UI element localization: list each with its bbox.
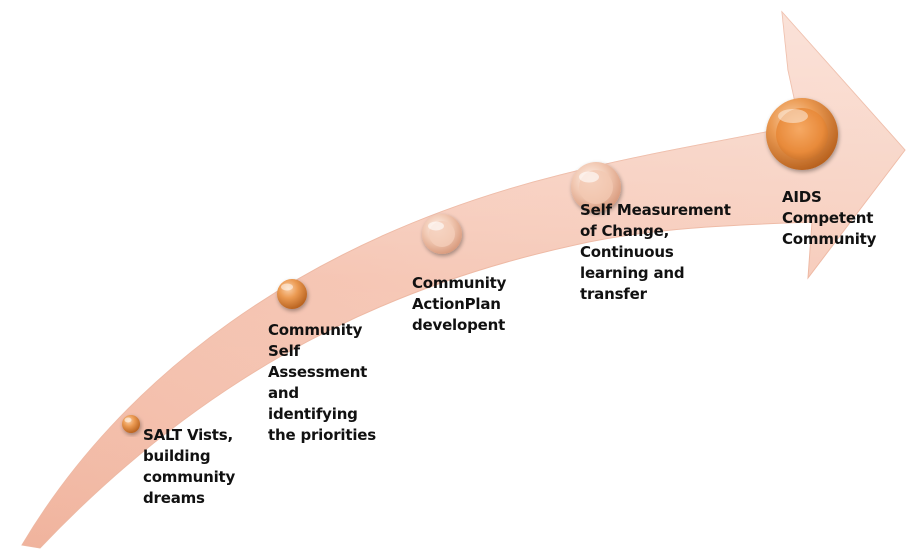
step-label-line: Community — [782, 230, 877, 248]
step-node-action-plan — [422, 214, 462, 254]
step-label-line: building — [143, 447, 211, 465]
step-label-line: Assessment — [268, 363, 368, 381]
step-label-line: Community — [412, 274, 507, 292]
step-label-line: Community — [268, 321, 363, 339]
step-label-line: the priorities — [268, 426, 376, 444]
step-label-line: Competent — [782, 209, 874, 227]
step-label-line: ActionPlan — [412, 295, 501, 313]
step-label-line: SALT Vists, — [143, 426, 233, 444]
step-node-aids-competent — [766, 98, 838, 170]
step-node-self-assessment — [277, 279, 307, 309]
step-label-line: of Change, — [580, 222, 670, 240]
step-node-self-measurement — [571, 162, 621, 212]
step-label-line: AIDS — [782, 188, 822, 206]
step-node-salt-visits — [122, 415, 140, 433]
step-label-line: Self Measurement — [580, 201, 731, 219]
step-label-aids-competent: AIDS Competent Community — [782, 187, 876, 250]
step-label-self-measurement: Self Measurement of Change, Continuous l… — [580, 200, 731, 305]
step-label-action-plan: Community ActionPlan developent — [412, 273, 506, 336]
step-label-line: developent — [412, 316, 506, 334]
step-label-line: community — [143, 468, 236, 486]
arrow-highlight — [22, 12, 905, 548]
step-label-line: dreams — [143, 489, 205, 507]
step-label-line: transfer — [580, 285, 647, 303]
step-label-self-assessment: Community Self Assessment and identifyin… — [268, 320, 376, 446]
step-label-line: and — [268, 384, 299, 402]
step-label-line: learning and — [580, 264, 685, 282]
step-label-line: identifying — [268, 405, 358, 423]
step-label-salt-visits: SALT Vists, building community dreams — [143, 425, 235, 509]
step-label-line: Self — [268, 342, 300, 360]
step-label-line: Continuous — [580, 243, 674, 261]
